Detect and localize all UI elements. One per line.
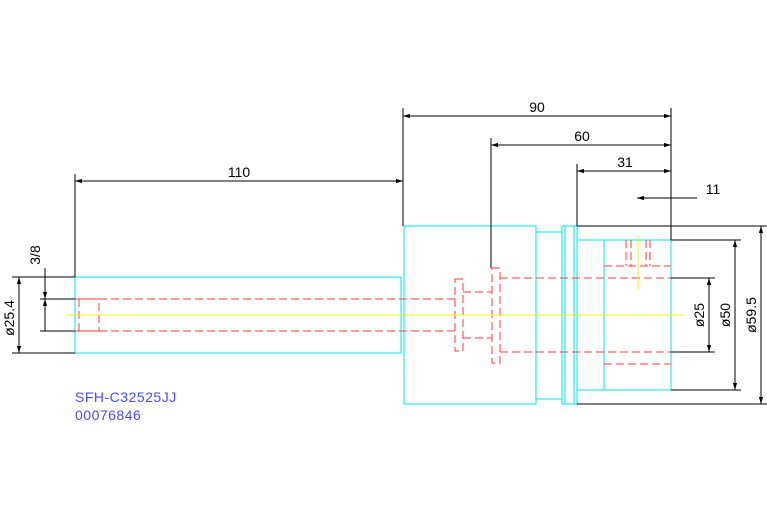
- dim-11: 11: [706, 181, 721, 197]
- dim-dia-59-5: ø59.5: [743, 297, 759, 333]
- center-lines: [66, 236, 684, 316]
- dim-31: 31: [617, 154, 633, 170]
- dim-dia-25-4: ø25.4: [1, 300, 17, 336]
- dim-dia-50: ø50: [717, 303, 733, 327]
- dim-110: 110: [228, 164, 251, 180]
- dimension-lines: [12, 108, 767, 405]
- part-code-label: 00076846: [75, 407, 142, 423]
- dim-90: 90: [529, 99, 545, 115]
- part-model-label: SFH-C32525JJ: [75, 389, 177, 405]
- dim-60: 60: [574, 128, 590, 144]
- dim-dia-25: ø25: [691, 303, 707, 327]
- dim-3-8: 3/8: [27, 245, 43, 265]
- hidden-lines: [75, 240, 671, 365]
